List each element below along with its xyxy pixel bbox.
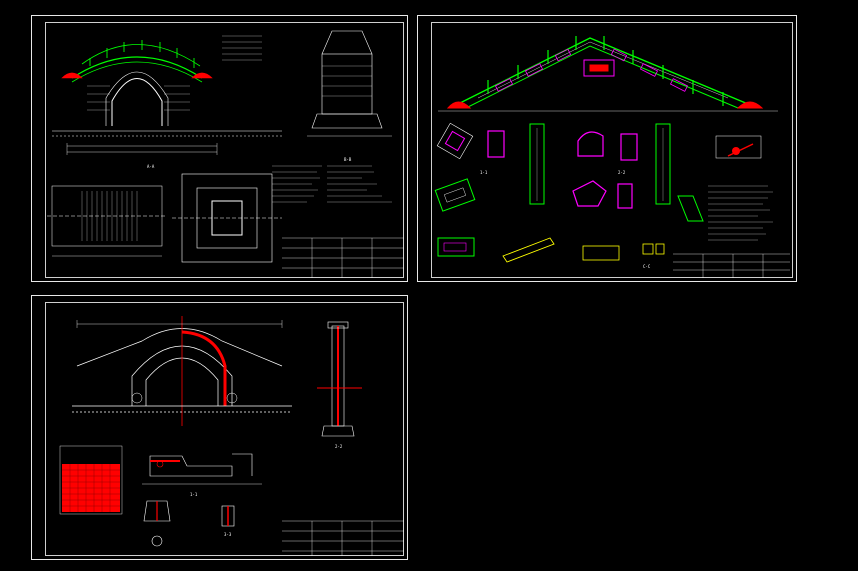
drawing-sheet-railing: 1-1 2-2 C-C <box>417 15 797 282</box>
section-label-2: 2-2 <box>335 444 343 449</box>
section-label-b: B-B <box>344 157 352 162</box>
bridge-elevation <box>52 35 282 155</box>
sheet-inner-frame <box>45 22 404 278</box>
title-block <box>673 253 790 278</box>
elevation-drawing: A-A B-B <box>47 30 404 278</box>
drawing-sheet-elevation: A-A B-B <box>31 15 408 282</box>
detail-sections <box>142 453 262 547</box>
vertical-section <box>317 321 362 437</box>
section-label-d: 2-2 <box>618 170 626 175</box>
side-section <box>307 30 392 137</box>
arch-drawing: 1-1 2-2 3-3 <box>59 316 404 556</box>
section-label-1: 1-1 <box>190 492 198 497</box>
drawing-sheet-arch: 1-1 2-2 3-3 <box>31 295 408 560</box>
railing-elevation <box>438 36 778 112</box>
title-block <box>282 520 404 556</box>
title-block <box>282 237 404 278</box>
railing-drawing: 1-1 2-2 C-C <box>434 36 790 278</box>
section-label-c: 1-1 <box>480 170 488 175</box>
section-label-e: C-C <box>643 264 651 269</box>
railing-details <box>434 122 762 263</box>
foundation-plan <box>172 173 282 263</box>
section-label-a: A-A <box>147 164 155 169</box>
reinforcement-plan <box>59 445 123 515</box>
notes-block <box>272 165 392 203</box>
section-label-3: 3-3 <box>224 532 232 537</box>
sheet-inner-frame <box>45 302 404 556</box>
notes-block <box>708 185 773 241</box>
arch-ring-elevation <box>72 316 292 426</box>
sheet-inner-frame <box>431 22 793 278</box>
bridge-plan <box>47 185 167 257</box>
